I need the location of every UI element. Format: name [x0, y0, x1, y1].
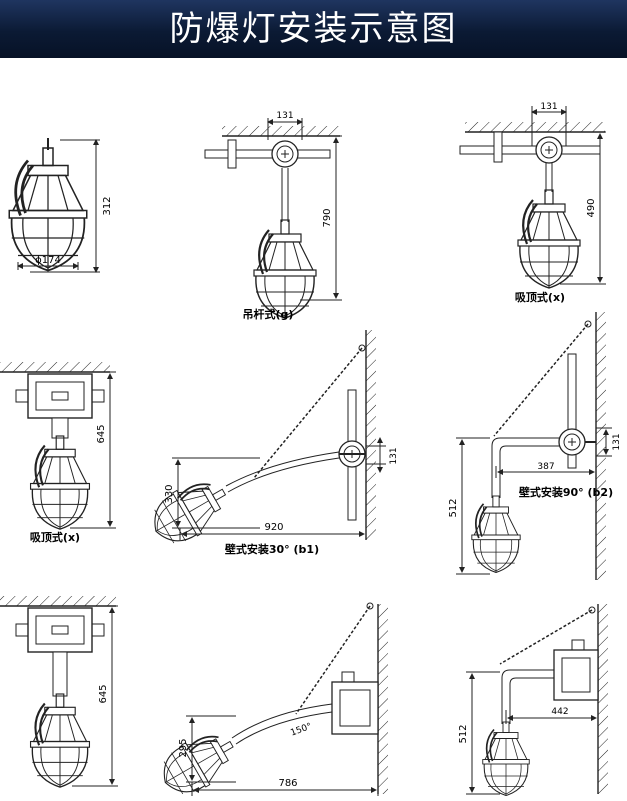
p3-height-label: 490 — [586, 198, 597, 217]
p4-height-label: 645 — [96, 424, 107, 443]
panel-5-wall-30: 131 330 920 壁式安装30° (b1) — [142, 330, 399, 556]
p2-top-label: 131 — [276, 111, 293, 121]
p2-caption: 吊杆式(g) — [243, 307, 294, 321]
p6-width-label: 387 — [537, 462, 554, 472]
p5-side-label: 131 — [389, 447, 399, 464]
panel-2-pole-mount: 131 790 吊杆式(g) — [204, 111, 342, 321]
p1-height-label: 312 — [102, 196, 113, 215]
p9-height-label: 512 — [458, 724, 469, 743]
p8-height-label: 295 — [178, 738, 189, 757]
panel-3-ceiling-mount: 131 490 吸顶式(x) — [459, 102, 606, 304]
p1-width-label: ϕ174 — [35, 255, 61, 266]
p4-caption: 吸顶式(x) — [30, 530, 80, 544]
p6-height-label: 512 — [448, 498, 459, 517]
header-banner: 防爆灯安装示意图 — [0, 0, 627, 58]
p6-caption: 壁式安装90° (b2) — [519, 485, 613, 499]
p5-height-label: 330 — [164, 484, 175, 503]
p9-width-label: 442 — [551, 707, 568, 717]
panel-9-wall-90: 442 512 — [458, 604, 608, 797]
p5-caption: 壁式安装30° (b1) — [225, 542, 319, 556]
panel-6-wall-90: 131 387 512 壁式安装90° (b2) — [448, 312, 622, 580]
p3-caption: 吸顶式(x) — [515, 290, 565, 304]
p3-top-label: 131 — [540, 102, 557, 112]
panel-1-lamp: 312 ϕ174 — [7, 138, 113, 273]
page-title: 防爆灯安装示意图 — [169, 9, 458, 49]
p6-side-label: 131 — [612, 433, 622, 450]
p7-height-label: 645 — [98, 684, 109, 703]
p8-width-label: 786 — [278, 778, 297, 789]
panel-4-ceiling-box: 645 吸顶式(x) — [0, 362, 116, 544]
p8-angle-label: 150° — [289, 722, 313, 739]
p2-height-label: 790 — [322, 208, 333, 227]
installation-diagram: 312 ϕ174 131 790 吊杆式(g) 131 — [0, 102, 622, 801]
panel-8-wall-angled: 150° 295 786 — [152, 602, 388, 801]
p5-width-label: 920 — [264, 522, 283, 533]
panel-7-ceiling-box: 645 — [0, 596, 118, 789]
